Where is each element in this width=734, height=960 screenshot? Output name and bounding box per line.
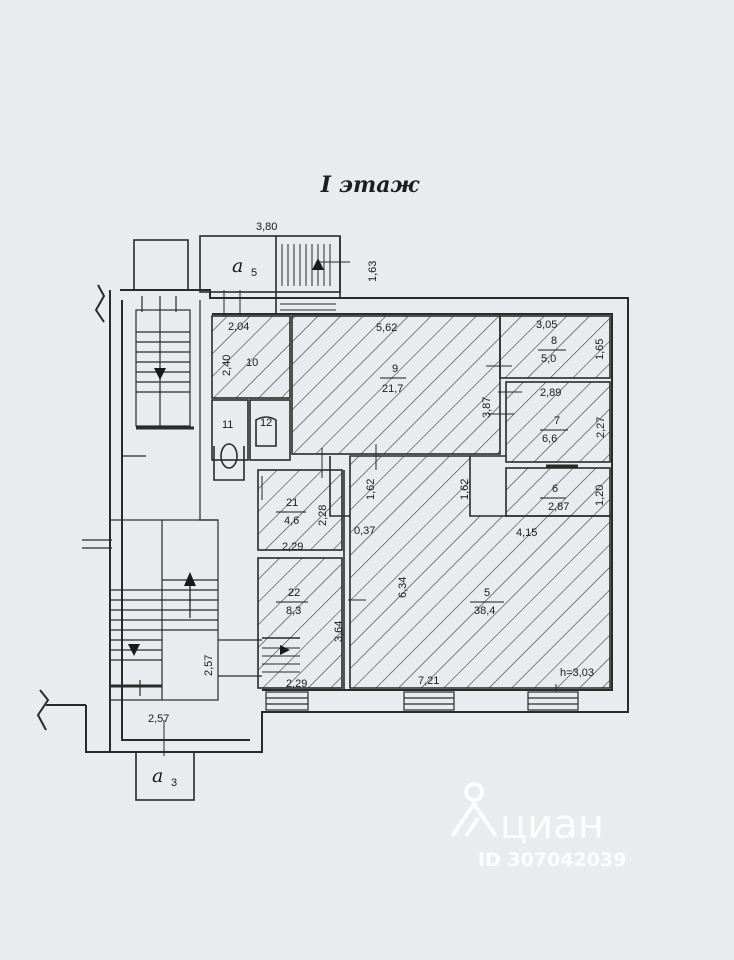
room-22-num: 22: [288, 587, 300, 599]
dim-r22-w: 2,29: [286, 678, 307, 690]
watermark-brand: циан: [500, 802, 604, 848]
room-21-num: 21: [286, 497, 298, 509]
dim-stair-h: 2,57: [203, 655, 215, 676]
dim-r5-top: 4,15: [516, 527, 537, 539]
axis-a5-sub: 5: [251, 267, 257, 279]
dim-r10-h: 2,40: [221, 355, 233, 376]
dim-r8-w: 3,05: [536, 319, 557, 331]
dim-r21-w: 2,29: [282, 541, 303, 553]
dimension-labels: 3,80 1,63 2,04 2,40 5,62 3,87 3,05 1,65 …: [148, 221, 607, 725]
bottom-entrance: [135, 720, 195, 801]
room-7-num: 7: [554, 415, 560, 427]
dim-r5-w: 7,21: [418, 675, 439, 687]
dim-r6-h: 1,20: [594, 485, 606, 506]
room-22-area: 8,3: [286, 605, 301, 617]
axis-a3-letter: a: [152, 765, 163, 787]
dim-r8-h: 1,65: [594, 339, 606, 360]
floor-title: I этаж: [320, 172, 420, 198]
room-11-num: 11: [222, 419, 233, 431]
room-height: h=3,03: [560, 667, 594, 679]
hatched-rooms: [211, 315, 611, 689]
axis-a5: a 5: [232, 255, 257, 279]
room-10-num: 10: [246, 357, 258, 369]
room-8-num: 8: [551, 335, 557, 347]
axis-a5-letter: a: [232, 255, 243, 277]
room-9-num: 9: [392, 363, 398, 375]
dim-r9-h: 3,87: [481, 397, 493, 418]
dim-stair-w: 2,57: [148, 713, 169, 725]
room-12-num: 12: [260, 417, 272, 429]
room-9-area: 21,7: [382, 383, 403, 395]
dim-top-stairs: 3,80: [256, 221, 277, 233]
dim-corr-b: 1,62: [459, 479, 471, 500]
down-arrow-icon: [128, 644, 140, 656]
dim-r7-w: 2,89: [540, 387, 561, 399]
axis-a3: a 3: [152, 765, 177, 789]
dim-r9-w: 5,62: [376, 322, 397, 334]
interior-walls: [211, 290, 578, 706]
axis-a3-sub: 3: [171, 777, 177, 789]
left-stairs: [82, 296, 262, 701]
room-6-num: 6: [552, 483, 558, 495]
dim-corr-c: 0,37: [354, 525, 375, 537]
top-entrance: [133, 235, 350, 314]
dim-r22-h: 3,64: [333, 621, 345, 642]
dim-r21-h: 2,28: [317, 505, 329, 526]
dim-r7-h: 2,27: [595, 417, 607, 438]
cian-logo-icon: [450, 782, 498, 838]
up-arrow-icon: [184, 572, 196, 586]
room-5-area: 38,4: [474, 605, 495, 617]
windows: [265, 691, 579, 711]
watermark-id: ID 307042039: [478, 849, 626, 871]
dim-r5-h: 6,34: [397, 577, 409, 598]
room-labels: 10 9 21,7 8 5,0 7 6,6 6 11 12 21 4,6 22 …: [222, 335, 568, 617]
room-21-area: 4,6: [284, 515, 299, 527]
right-arrow-icon: [280, 645, 290, 655]
cian-watermark: циан ID 307042039: [450, 782, 626, 871]
dim-top-stairs-side: 1,63: [367, 261, 379, 282]
down-arrow-icon: [154, 368, 166, 380]
dim-corr-a: 1,62: [365, 479, 377, 500]
up-arrow-icon: [312, 258, 324, 270]
room-7-area: 6,6: [542, 433, 557, 445]
room-8-area: 5,0: [541, 353, 556, 365]
dim-r6-w: 2,87: [548, 501, 569, 513]
dim-r10-w: 2,04: [228, 321, 249, 333]
room-5-num: 5: [484, 587, 490, 599]
